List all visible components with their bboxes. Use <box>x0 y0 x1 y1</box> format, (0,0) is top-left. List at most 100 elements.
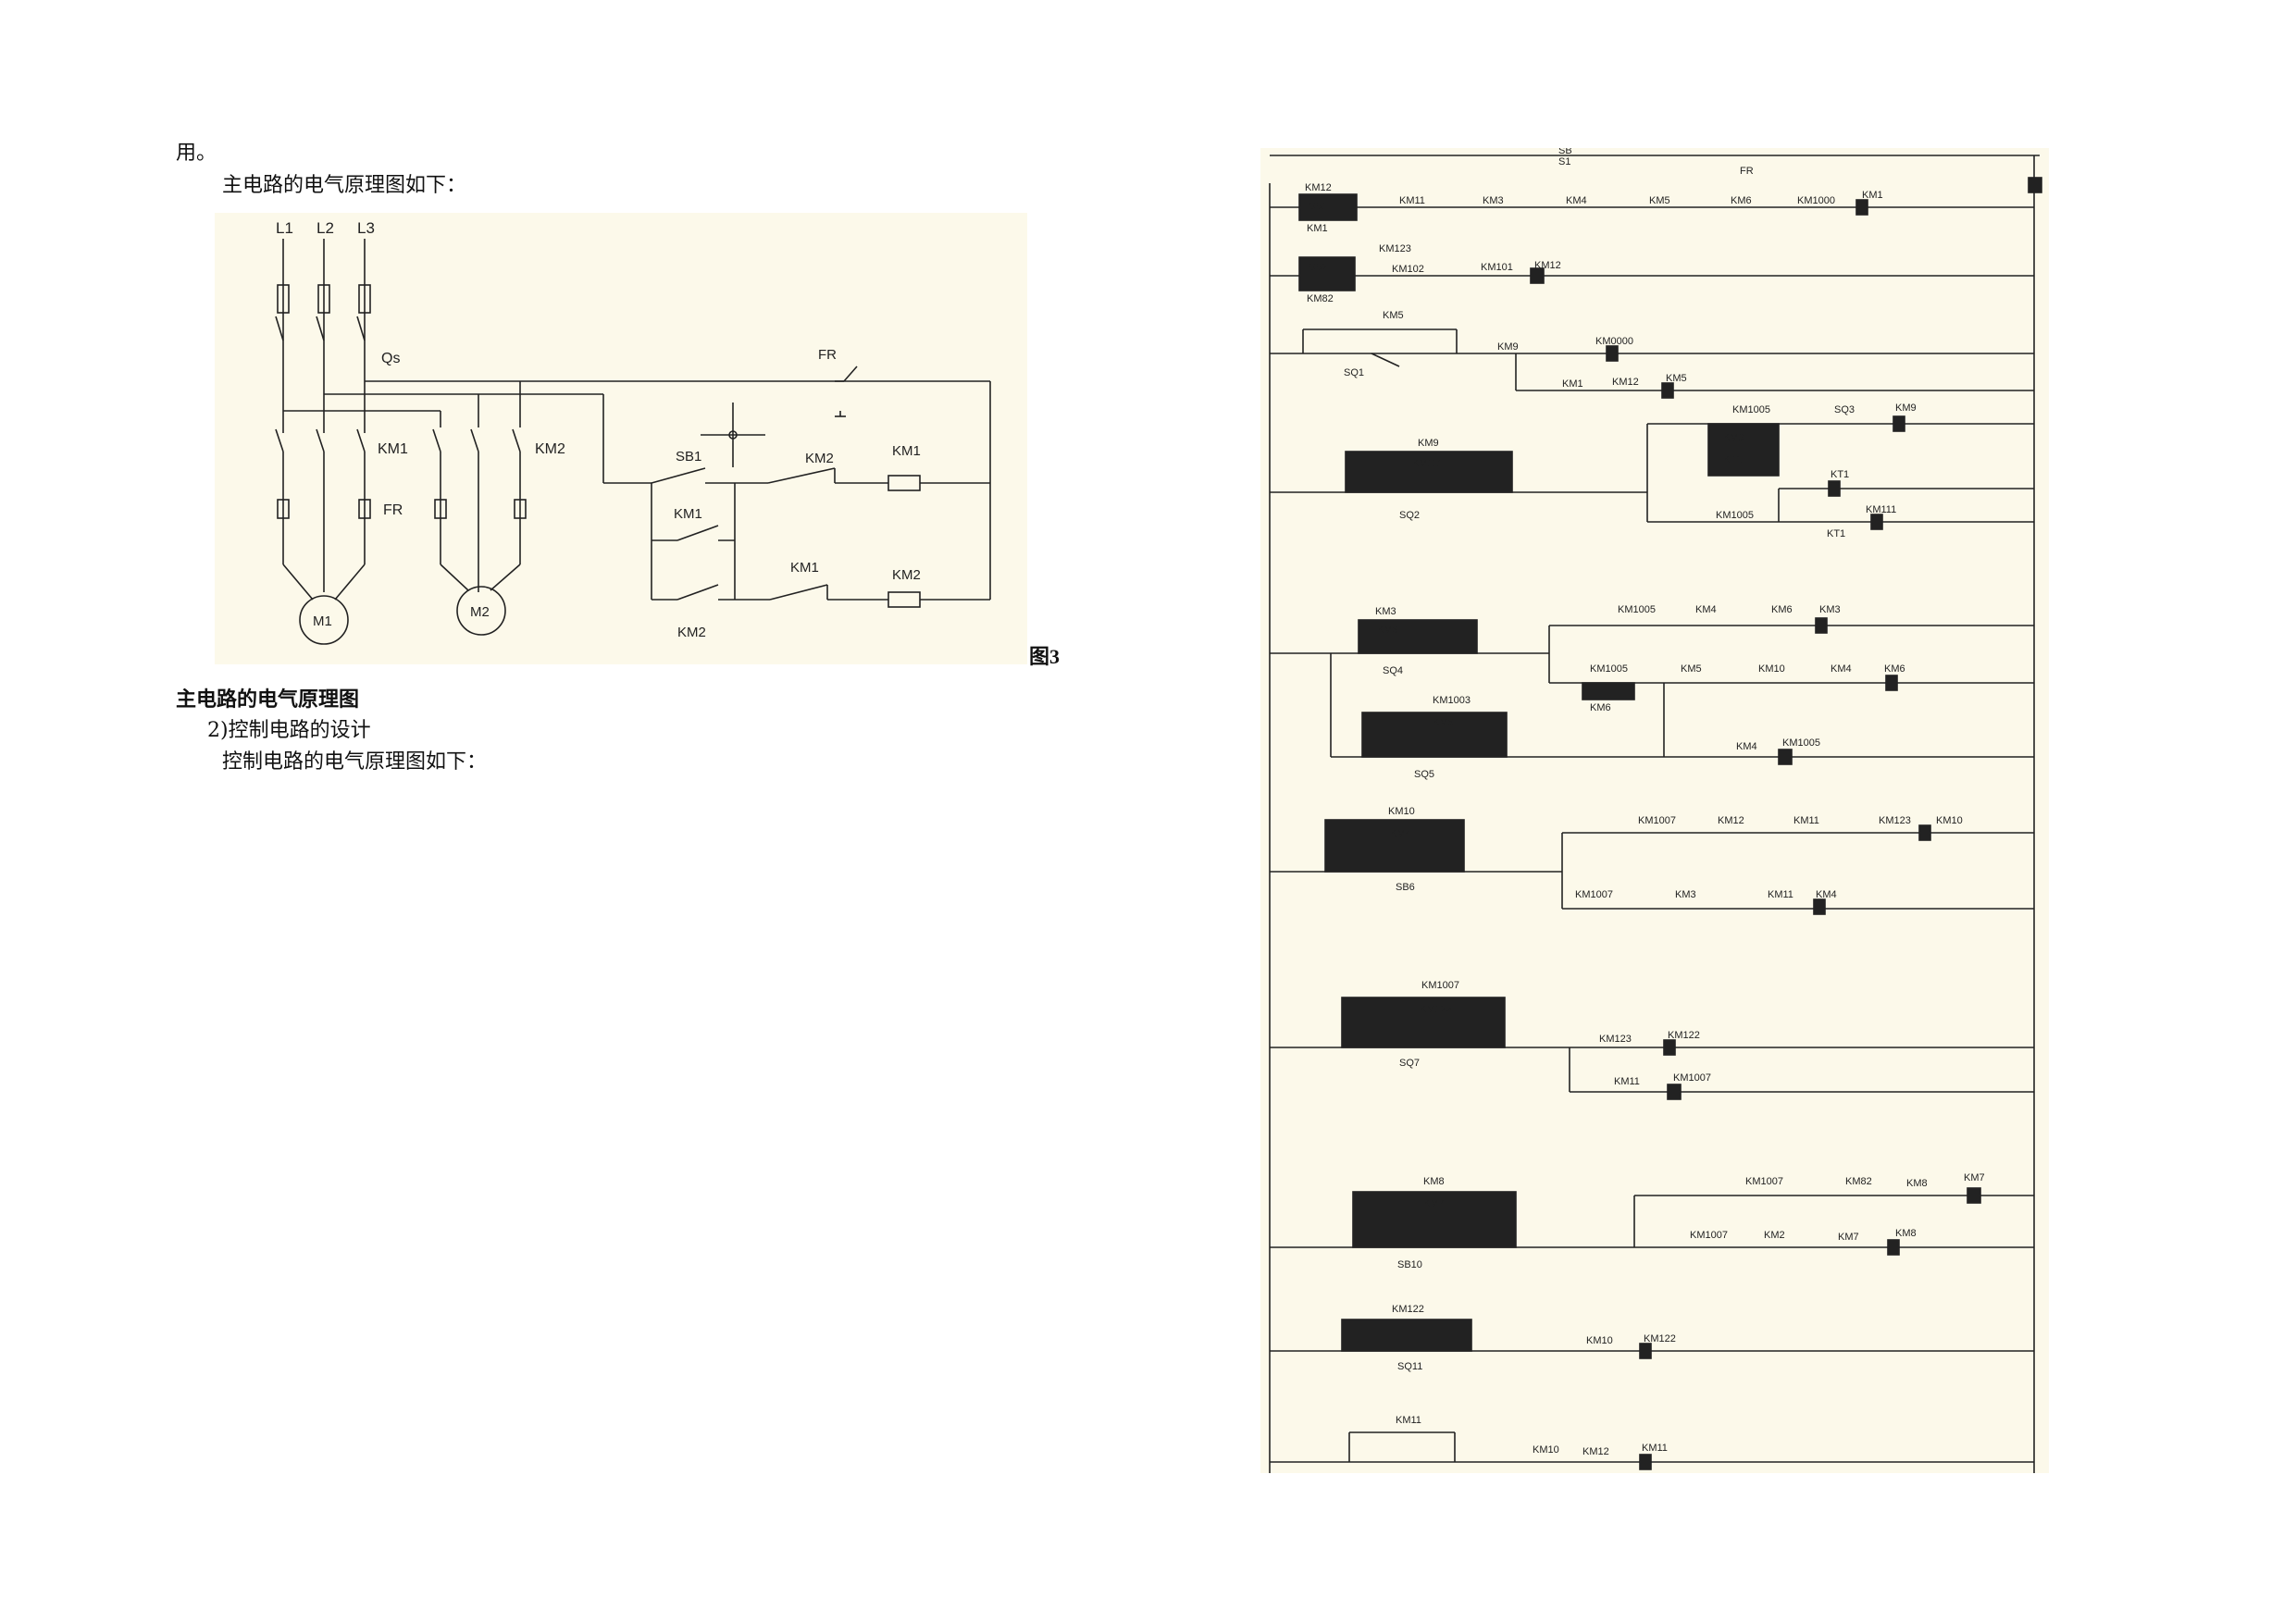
r9-sq: SQ11 <box>1397 1361 1422 1372</box>
r5-sq5: SQ5 <box>1414 769 1434 780</box>
r7-h2: KM122 <box>1420 1004 1452 1015</box>
r2-hold: KM123 <box>1379 243 1411 254</box>
r2-sb: SB2 <box>1309 262 1328 273</box>
label-m1: M1 <box>313 613 332 629</box>
r4-coil3-label: KM111 <box>1866 504 1896 515</box>
r6-c1-0: KM1007 <box>1638 815 1676 826</box>
r7-coil1 <box>1663 1039 1676 1056</box>
r10-coil1-label: KM11 <box>1642 1443 1668 1454</box>
r8-coil1-label: KM7 <box>1964 1172 1985 1183</box>
r3-c2-1: KM12 <box>1612 377 1639 388</box>
label-m2: M2 <box>470 604 490 620</box>
r7-h1: KM1007 <box>1421 980 1459 991</box>
r3-sq: SQ1 <box>1344 367 1364 378</box>
r5-c3: KM4 <box>1736 741 1757 752</box>
label-l3: L3 <box>357 219 375 237</box>
r4-kt-coil-label: KT1 <box>1831 469 1849 480</box>
coil-km1 <box>887 475 921 491</box>
label-l2: L2 <box>316 219 334 237</box>
r5-c2-0: KM1005 <box>1590 663 1628 675</box>
r4-kt1b: KT1 <box>1827 528 1845 539</box>
thermal-element-2 <box>358 499 371 519</box>
r4-lbl-kt1: KT1 <box>1723 454 1742 465</box>
control-circuit-diagram: SB S1 FR KM12 SB1 KM1 KM11 KM3 KM4 KM5 K… <box>1260 145 2049 1473</box>
r10-c1: KM12 <box>1582 1446 1609 1457</box>
r9-coil1 <box>1639 1343 1652 1359</box>
r3-hold: KM5 <box>1383 310 1404 321</box>
r10-h1: KM11 <box>1396 1415 1421 1426</box>
r2-c0: KM102 <box>1392 264 1424 275</box>
r6-coil1 <box>1918 824 1931 841</box>
r2-c1: KM101 <box>1481 262 1513 273</box>
r6-c2-0: KM1007 <box>1575 889 1613 900</box>
r4-h1: KM9 <box>1418 438 1439 449</box>
r3-c2-0: KM1 <box>1562 378 1583 390</box>
intro-main-circuit: 主电路的电气原理图如下： <box>222 174 467 197</box>
top-sb: SB <box>1558 148 1572 156</box>
r1-c4: KM6 <box>1731 195 1752 206</box>
label-sb1: SB1 <box>676 449 701 465</box>
r5-sq: SQ4 <box>1383 665 1403 676</box>
intro-control-circuit: 控制电路的电气原理图如下： <box>222 750 488 774</box>
r9-h1: KM122 <box>1392 1304 1424 1315</box>
r8-coil2-label: KM8 <box>1895 1228 1917 1239</box>
r6-h1: KM10 <box>1388 806 1415 817</box>
r6-coil2-label: KM4 <box>1816 889 1837 900</box>
r8-h2: KM7 <box>1423 1198 1445 1209</box>
r5-c1-1: KM4 <box>1695 604 1717 615</box>
r1-hold: KM12 <box>1305 182 1332 193</box>
r8-h1: KM8 <box>1423 1176 1445 1187</box>
label-l1: L1 <box>276 219 293 237</box>
r7-coil2-label: KM1007 <box>1673 1072 1711 1084</box>
r4-c3: KM1005 <box>1716 510 1754 521</box>
r1-c5: KM1000 <box>1797 195 1835 206</box>
r5-c1-2: KM6 <box>1771 604 1793 615</box>
r5-coil1-label: KM3 <box>1819 604 1841 615</box>
r7-coil2 <box>1667 1084 1682 1100</box>
r6-c1-1: KM12 <box>1718 815 1744 826</box>
top-sb-sub: S1 <box>1558 156 1570 167</box>
r8-coil2 <box>1887 1239 1900 1256</box>
r7-c2: KM11 <box>1614 1076 1640 1087</box>
r1-c0: KM11 <box>1399 195 1425 206</box>
r5-h4: KM6 <box>1433 717 1454 728</box>
r6-c1-2: KM11 <box>1793 815 1819 826</box>
r7-coil1-label: KM122 <box>1668 1030 1700 1041</box>
main-circuit-diagram: L1 L2 L3 Qs KM1 KM2 FR M1 M2 SB1 FR <box>215 213 1027 664</box>
label-qs: Qs <box>381 351 400 366</box>
label-km1-hold: KM1 <box>674 506 702 522</box>
r8-c1-0: KM1007 <box>1745 1176 1783 1187</box>
r1-c3: KM5 <box>1649 195 1670 206</box>
r10-coil1 <box>1639 1454 1652 1470</box>
r5-c1-0: KM1005 <box>1618 604 1656 615</box>
r3-coil2 <box>1661 382 1674 399</box>
r5-coil3 <box>1778 749 1793 765</box>
label-km1-main: KM1 <box>378 441 408 457</box>
r1-sb: SB1 <box>1309 201 1328 212</box>
label-fr-main: FR <box>383 502 403 518</box>
r8-c1-1: KM82 <box>1845 1176 1872 1187</box>
label-km2-interlock: KM2 <box>805 451 834 466</box>
r2-coil-label: KM12 <box>1534 260 1561 271</box>
r10-c0: KM10 <box>1533 1444 1559 1456</box>
label-km2-coil: KM2 <box>892 567 921 583</box>
r7-c1: KM123 <box>1599 1034 1632 1045</box>
r2-coil <box>1530 267 1545 284</box>
r5-c2-3: KM4 <box>1831 663 1852 675</box>
r5-km6b: KM6 <box>1590 702 1611 713</box>
label-km2-main: KM2 <box>535 441 565 457</box>
r4-coil1 <box>1893 415 1905 432</box>
motor-m2 <box>456 586 506 636</box>
r6-c2-1: KM3 <box>1675 889 1696 900</box>
r3-c1: KM9 <box>1497 341 1519 353</box>
r4-kt-coil <box>1828 480 1841 497</box>
r4-c1-0: KM1005 <box>1732 404 1770 415</box>
r5-c2-2: KM10 <box>1758 663 1785 675</box>
r6-coil1-label: KM10 <box>1936 815 1963 826</box>
r1-c2: KM4 <box>1566 195 1587 206</box>
label-km2-bottom: KM2 <box>677 625 706 640</box>
r3-coil1 <box>1606 345 1619 362</box>
r6-coil2 <box>1813 898 1826 915</box>
thermal-element-1 <box>277 499 290 519</box>
fuse-l2 <box>317 284 330 314</box>
